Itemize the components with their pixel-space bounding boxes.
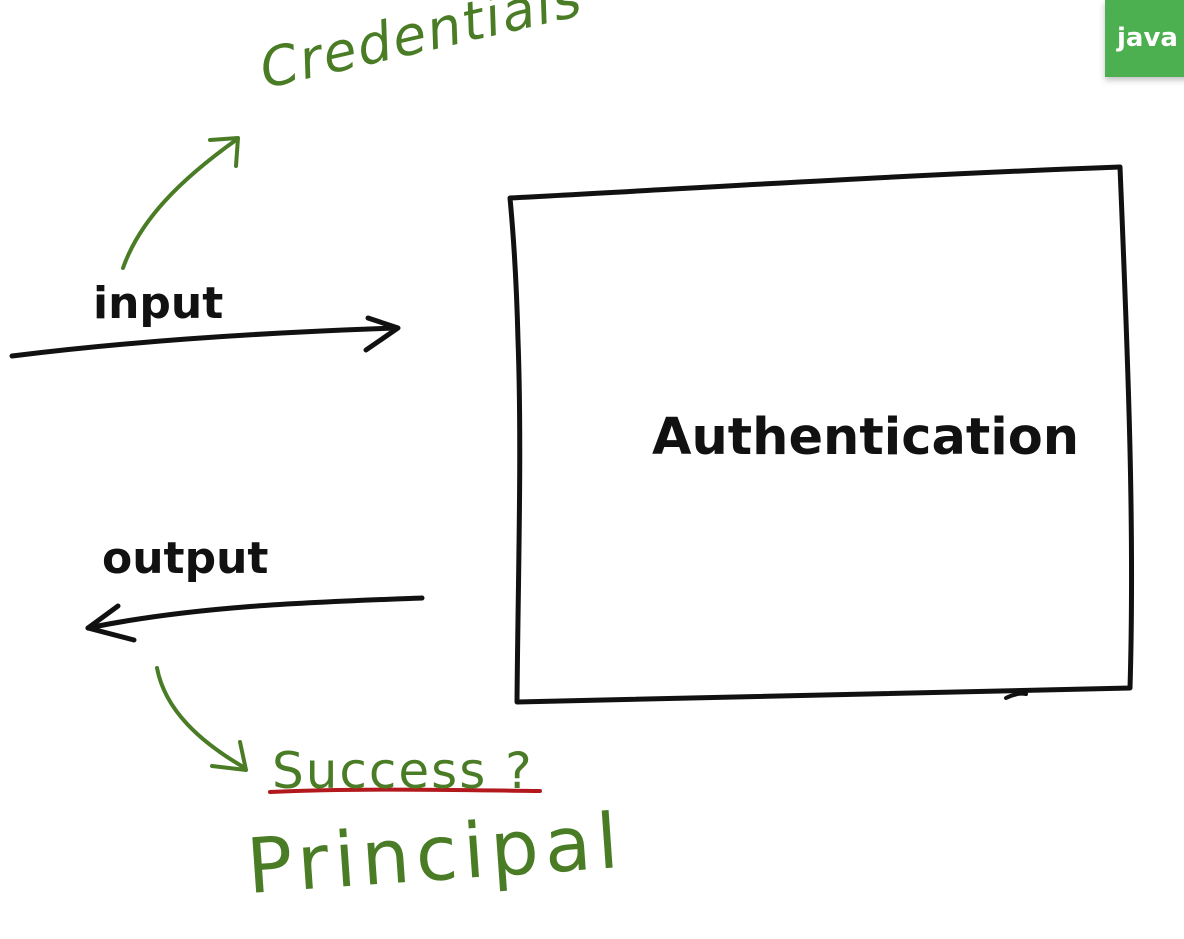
output-arrow-line xyxy=(85,595,425,631)
output-label: output xyxy=(102,533,269,584)
java-badge: java xyxy=(1105,0,1184,77)
principal-arrowhead xyxy=(210,740,248,772)
strike-through-line xyxy=(268,787,542,794)
input-label: input xyxy=(93,278,224,329)
authentication-box xyxy=(507,164,1135,705)
input-arrow-line xyxy=(9,325,399,359)
box-corner-flick xyxy=(1004,691,1028,700)
curved-arrow-down-right-icon xyxy=(155,666,247,770)
credentials-arrowhead xyxy=(208,136,240,168)
curved-arrow-up-right-icon xyxy=(121,138,238,270)
arrow-left-icon xyxy=(85,603,137,643)
authentication-label: Authentication xyxy=(652,408,1080,467)
success-struck-annotation: Success ? xyxy=(272,742,534,800)
arrow-right-icon xyxy=(363,315,401,353)
